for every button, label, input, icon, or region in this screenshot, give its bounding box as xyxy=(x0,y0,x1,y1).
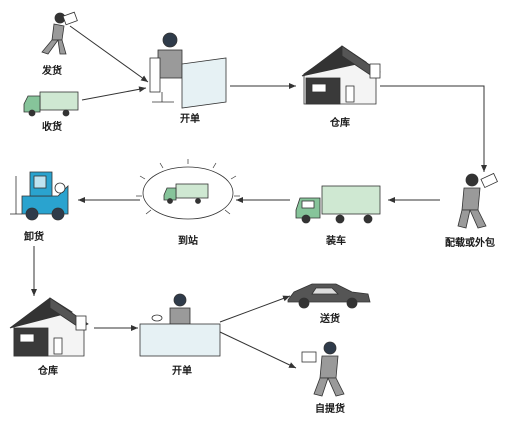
car-icon xyxy=(287,283,371,309)
label-loading: 装车 xyxy=(326,236,346,247)
label-stowage-or-outsource: 配载或外包 xyxy=(445,238,495,249)
person-box-icon xyxy=(301,341,345,397)
label-warehouse-top: 仓库 xyxy=(330,118,350,129)
station-truck-icon xyxy=(136,159,240,220)
arrow-receive-to-order xyxy=(81,86,147,101)
person-box-icon xyxy=(457,172,498,229)
label-send-goods: 发货 xyxy=(42,66,62,77)
arrow-send-to-order xyxy=(69,25,149,83)
walking-person-box-icon xyxy=(41,11,78,55)
desk-clerk-icon xyxy=(139,293,221,357)
flow-arrows xyxy=(31,25,487,369)
arrow-warehouse-to-stowage xyxy=(380,85,487,172)
label-unloading: 卸货 xyxy=(24,232,44,243)
warehouse-house-icon xyxy=(9,297,89,357)
desk-clerk-icon xyxy=(149,32,227,109)
label-receive-goods: 收货 xyxy=(42,122,62,133)
arrow-order-to-delivery xyxy=(219,295,291,323)
label-warehouse-bottom: 仓库 xyxy=(38,366,58,377)
label-self-pickup: 自提货 xyxy=(315,404,345,415)
truck-icon xyxy=(295,185,381,224)
label-delivery: 送货 xyxy=(320,314,340,325)
delivery-truck-icon xyxy=(23,91,79,117)
label-open-order-bottom: 开单 xyxy=(172,366,192,377)
label-open-order-top: 开单 xyxy=(180,114,200,125)
arrow-order-to-pickup xyxy=(219,331,297,369)
warehouse-house-icon xyxy=(301,45,381,105)
label-arrive-station: 到站 xyxy=(178,236,198,247)
forklift-icon xyxy=(10,171,69,221)
